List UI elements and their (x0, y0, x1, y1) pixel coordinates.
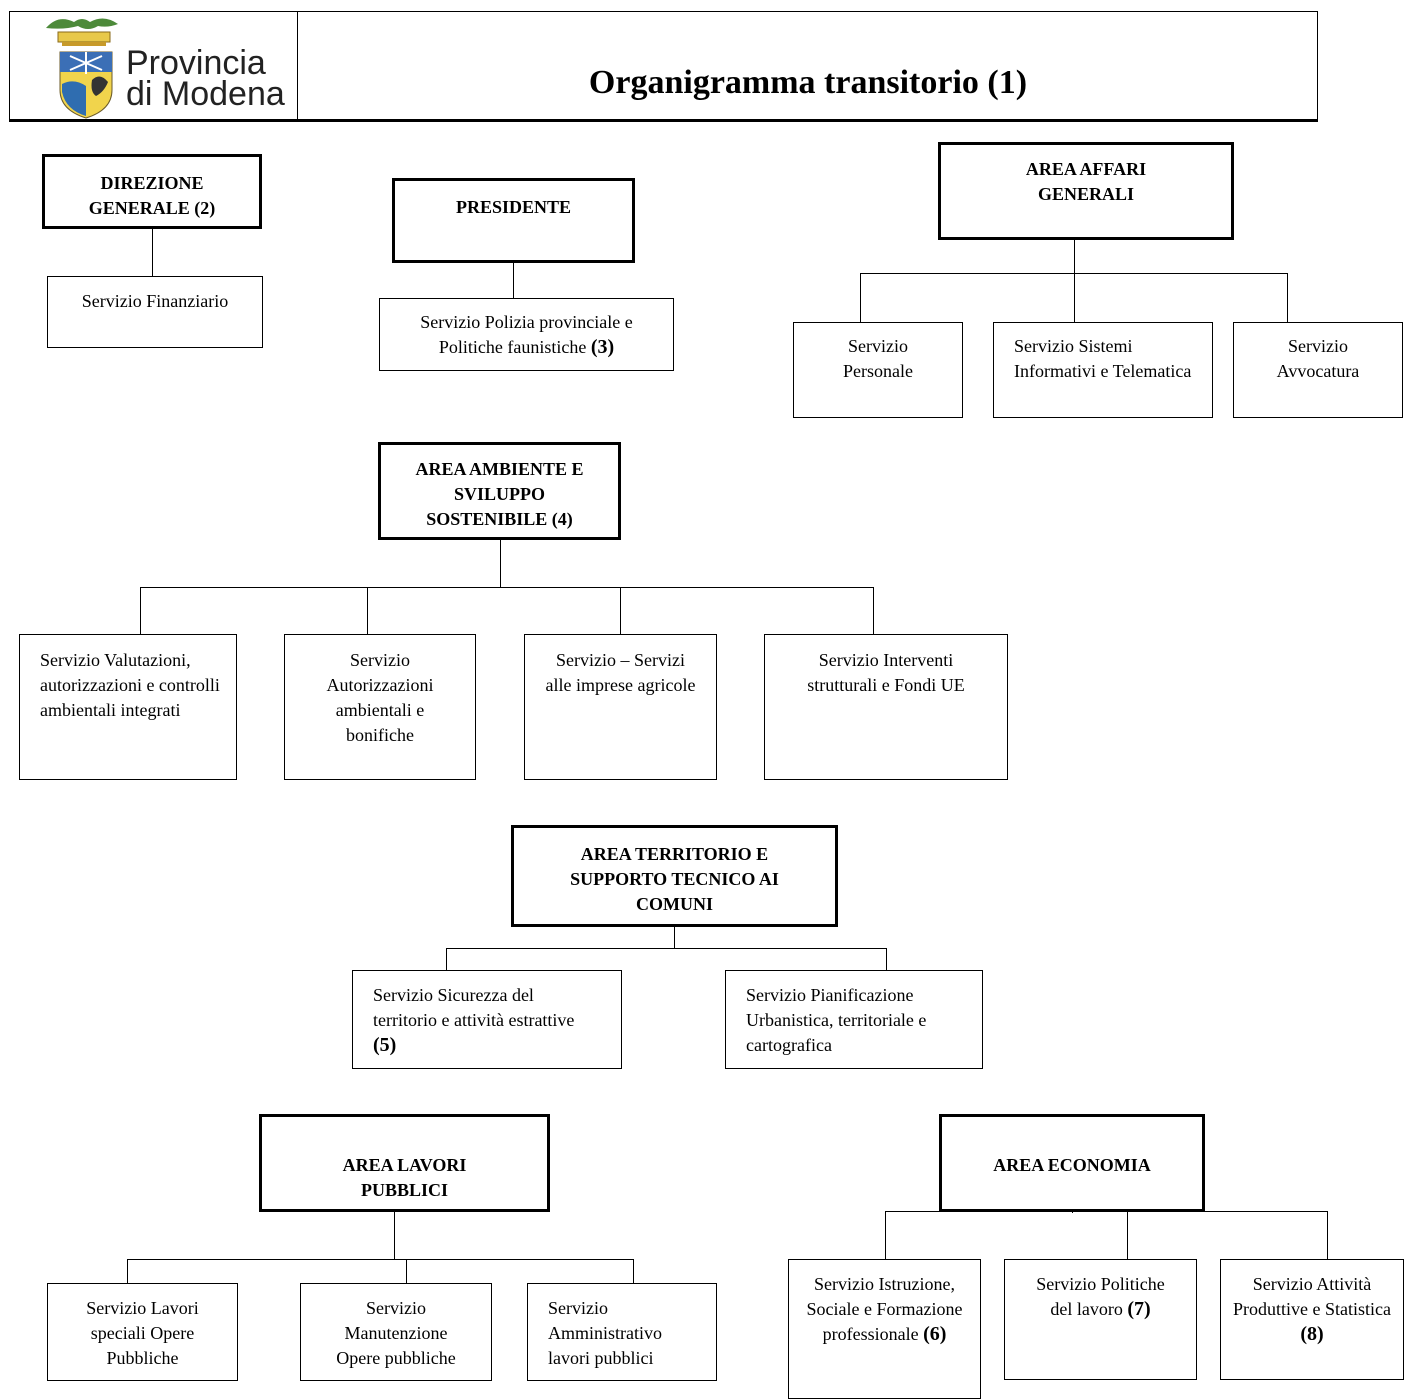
area-affari-generali-box: AREA AFFARI GENERALI (938, 142, 1234, 240)
servizio-autorizzazioni-label: Servizio Autorizzazioni ambientali e bon… (326, 650, 434, 745)
provincia-coat-of-arms-logo (38, 12, 138, 120)
connector-line (885, 1211, 1328, 1212)
area-ambiente-box: AREA AMBIENTE E SVILUPPO SOSTENIBILE (4) (378, 442, 621, 540)
area-territorio-box: AREA TERRITORIO E SUPPORTO TECNICO AI CO… (511, 825, 838, 927)
servizio-personale-label: Servizio Personale (843, 336, 913, 381)
connector-line (446, 948, 447, 971)
servizio-polizia-box: Servizio Polizia provinciale e Politiche… (379, 298, 674, 371)
servizio-manutenzione-label: Servizio Manutenzione Opere pubbliche (336, 1298, 456, 1368)
connector-line (620, 587, 621, 635)
page-title: Organigramma transitorio (1) (588, 64, 1028, 101)
servizio-polizia-note: (3) (590, 336, 615, 358)
area-economia-title: AREA ECONOMIA (993, 1155, 1151, 1175)
servizio-polizia-label: Servizio Polizia provinciale e Politiche… (420, 312, 633, 357)
servizio-sicurezza-territorio-box: Servizio Sicurezza del territorio e atti… (352, 970, 622, 1069)
connector-line (140, 587, 874, 588)
header-divider (297, 11, 298, 121)
area-economia-box: AREA ECONOMIA (939, 1114, 1205, 1212)
area-territorio-title: AREA TERRITORIO E SUPPORTO TECNICO AI CO… (570, 844, 779, 914)
servizio-avvocatura-label: Servizio Avvocatura (1276, 336, 1360, 381)
connector-line (446, 948, 887, 949)
servizio-amministrativo-label: Servizio Amministrativo lavori pubblici (548, 1298, 662, 1368)
connector-line (886, 948, 887, 971)
presidente-box: PRESIDENTE (392, 178, 635, 263)
servizio-attivita-produttive-label: Servizio Attività Produttive e Statistic… (1233, 1274, 1391, 1319)
servizio-sicurezza-territorio-note: (5) (373, 1034, 397, 1056)
connector-line (140, 587, 141, 635)
connector-line (885, 1211, 886, 1260)
connector-line (1074, 240, 1075, 274)
area-lavori-pubblici-box: AREA LAVORI PUBBLICI (259, 1114, 550, 1212)
servizio-personale-box: Servizio Personale (793, 322, 963, 418)
servizio-manutenzione-box: Servizio Manutenzione Opere pubbliche (300, 1283, 492, 1381)
servizio-istruzione-box: Servizio Istruzione, Sociale e Formazion… (788, 1259, 981, 1399)
servizio-valutazioni-label: Servizio Valutazioni, autorizzazioni e c… (40, 650, 220, 720)
servizio-sistemi-informativi-label: Servizio Sistemi Informativi e Telematic… (1014, 336, 1192, 381)
servizio-finanziario-box: Servizio Finanziario (47, 276, 263, 348)
servizio-politiche-lavoro-note: (7) (1127, 1298, 1151, 1320)
connector-line (500, 540, 501, 588)
logo-text-line1: Provincia (126, 44, 266, 82)
servizio-imprese-agricole-label: Servizio – Servizi alle imprese agricole (545, 650, 696, 695)
servizio-pianificazione-label: Servizio Pianificazione Urbanistica, ter… (746, 985, 927, 1055)
connector-line (127, 1259, 128, 1283)
servizio-attivita-produttive-box: Servizio Attività Produttive e Statistic… (1220, 1259, 1404, 1380)
servizio-lavori-speciali-box: Servizio Lavori speciali Opere Pubbliche (47, 1283, 238, 1381)
area-affari-generali-title: AREA AFFARI GENERALI (1025, 159, 1147, 204)
connector-line (406, 1259, 407, 1283)
connector-line (1127, 1211, 1128, 1260)
connector-line (1287, 273, 1288, 323)
connector-line (152, 229, 153, 276)
servizio-autorizzazioni-box: Servizio Autorizzazioni ambientali e bon… (284, 634, 476, 780)
connector-line (367, 587, 368, 635)
servizio-interventi-strutturali-label: Servizio Interventi strutturali e Fondi … (807, 650, 965, 695)
servizio-attivita-produttive-note: (8) (1300, 1323, 1324, 1345)
servizio-istruzione-label: Servizio Istruzione, Sociale e Formazion… (806, 1274, 963, 1344)
header-frame (9, 11, 1318, 122)
area-lavori-pubblici-title: AREA LAVORI PUBBLICI (342, 1155, 467, 1200)
connector-line (1074, 273, 1075, 323)
servizio-valutazioni-box: Servizio Valutazioni, autorizzazioni e c… (19, 634, 237, 780)
servizio-pianificazione-box: Servizio Pianificazione Urbanistica, ter… (725, 970, 983, 1069)
logo-text-line2: di Modena (126, 75, 285, 113)
servizio-istruzione-note: (6) (923, 1323, 947, 1345)
servizio-politiche-lavoro-label: Servizio Politiche del lavoro (1036, 1274, 1165, 1319)
servizio-finanziario-label: Servizio Finanziario (81, 291, 229, 311)
servizio-lavori-speciali-label: Servizio Lavori speciali Opere Pubbliche (86, 1298, 199, 1368)
servizio-imprese-agricole-box: Servizio – Servizi alle imprese agricole (524, 634, 717, 780)
presidente-title: PRESIDENTE (455, 197, 572, 217)
connector-line (873, 587, 874, 635)
connector-line (394, 1212, 395, 1260)
connector-line (513, 263, 514, 298)
servizio-amministrativo-box: Servizio Amministrativo lavori pubblici (527, 1283, 717, 1381)
servizio-interventi-strutturali-box: Servizio Interventi strutturali e Fondi … (764, 634, 1008, 780)
servizio-politiche-lavoro-box: Servizio Politiche del lavoro (7) (1004, 1259, 1197, 1380)
provincia-logo-text: Provincia di Modena (126, 44, 285, 113)
connector-line (674, 927, 675, 949)
connector-line (1327, 1211, 1328, 1260)
area-ambiente-note: (4) (551, 509, 573, 529)
direzione-generale-note: (2) (194, 198, 216, 218)
servizio-avvocatura-box: Servizio Avvocatura (1233, 322, 1403, 418)
connector-line (127, 1259, 634, 1260)
direzione-generale-title: DIREZIONE GENERALE (88, 173, 204, 218)
connector-line (633, 1259, 634, 1283)
direzione-generale-box: DIREZIONE GENERALE (2) (42, 154, 262, 229)
connector-line (1072, 1212, 1073, 1213)
servizio-sicurezza-territorio-label: Servizio Sicurezza del territorio e atti… (373, 985, 575, 1030)
servizio-sistemi-informativi-box: Servizio Sistemi Informativi e Telematic… (993, 322, 1213, 418)
area-ambiente-title: AREA AMBIENTE E SVILUPPO SOSTENIBILE (415, 459, 584, 529)
connector-line (860, 273, 861, 323)
